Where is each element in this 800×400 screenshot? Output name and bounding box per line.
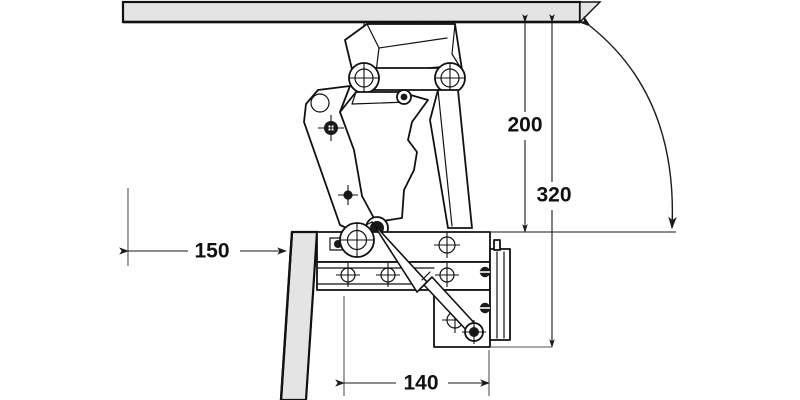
plate-pivot-cup <box>339 222 375 258</box>
cabinet-top-panel <box>121 0 602 24</box>
swing-arc-arrow <box>578 15 677 230</box>
pivot-boss-upper-right <box>434 62 466 94</box>
adjuster-screw-lower <box>479 302 491 314</box>
dimension-200-label: 200 <box>507 114 542 137</box>
dimension-320-label: 320 <box>536 184 571 207</box>
dimension-150: 150 <box>119 188 287 266</box>
fixing-hole <box>435 263 459 287</box>
dimension-320: 320 <box>490 14 572 348</box>
dimension-140-label: 140 <box>403 372 438 395</box>
dimension-140: 140 <box>335 296 490 396</box>
adjuster-screw-upper <box>479 266 491 278</box>
pivot-boss-center-small <box>396 89 412 105</box>
lever-arm-front <box>339 91 429 223</box>
screw-mark-rear-arm-upper <box>318 115 344 141</box>
pivot-boss-upper-left <box>348 62 380 94</box>
fixing-hole <box>336 263 360 287</box>
fixing-hole <box>434 232 460 258</box>
cabinet-side-panel <box>279 230 319 400</box>
fixing-hole <box>376 263 400 287</box>
gas-strut <box>371 221 486 344</box>
dimension-150-label: 150 <box>194 240 229 263</box>
dimension-200: 200 <box>507 14 543 233</box>
screw-mark-rear-arm-lower <box>338 185 358 205</box>
lever-arm-right <box>429 89 473 229</box>
